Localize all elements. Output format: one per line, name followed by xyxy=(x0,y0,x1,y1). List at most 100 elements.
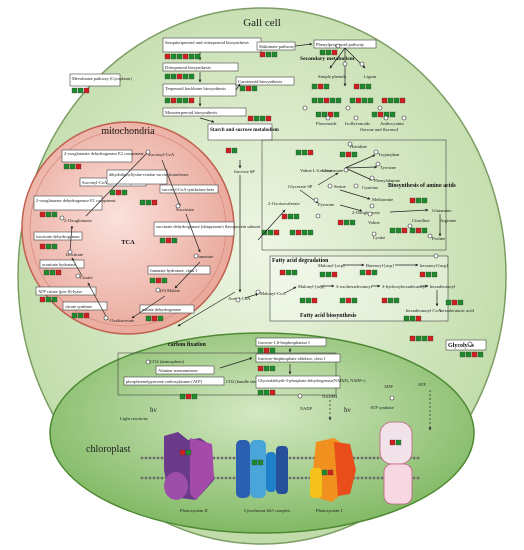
svg-text:Lysine: Lysine xyxy=(373,235,385,240)
metabolite-node xyxy=(327,183,333,189)
metabolite-node xyxy=(375,161,381,167)
metabolite-node xyxy=(343,167,349,173)
expression-box xyxy=(415,335,422,342)
expression-box xyxy=(301,149,308,156)
expression-box xyxy=(71,87,78,94)
svg-text:2-Oxoglutarate: 2-Oxoglutarate xyxy=(64,218,92,223)
expression-box xyxy=(465,351,472,358)
metabolite-node xyxy=(345,105,351,111)
svg-text:ATP synthase: ATP synthase xyxy=(370,405,394,410)
membrane-lipid xyxy=(360,456,364,460)
membrane-lipid xyxy=(304,456,308,460)
svg-text:Mevalonate pathway (Cytoplasm): Mevalonate pathway (Cytoplasm) xyxy=(72,76,132,81)
expression-box xyxy=(311,297,318,304)
svg-text:Phenylalanine: Phenylalanine xyxy=(374,178,400,183)
svg-text:Fumarate: Fumarate xyxy=(196,254,213,259)
expression-box xyxy=(367,97,374,104)
svg-text:hexanoyl-[acp]: hexanoyl-[acp] xyxy=(420,263,448,268)
membrane-lipid xyxy=(412,456,416,460)
membrane-lipid xyxy=(212,456,216,460)
expression-box xyxy=(45,243,52,250)
expression-box xyxy=(349,219,356,226)
svg-text:Anthocyanin: Anthocyanin xyxy=(380,121,404,126)
svg-text:malate dehydrogenase: malate dehydrogenase xyxy=(142,307,181,312)
expression-box xyxy=(185,393,192,400)
svg-text:Succinyl-CoA: Succinyl-CoA xyxy=(148,152,175,157)
membrane-lipid xyxy=(356,476,360,480)
svg-text:NADPH: NADPH xyxy=(322,394,338,399)
svg-text:Isoflavonoids: Isoflavonoids xyxy=(345,121,370,126)
expression-box xyxy=(351,297,358,304)
expression-box xyxy=(387,97,394,104)
expression-box xyxy=(39,296,46,303)
mitochondria: mitochondria TCA 2-oxoglutarate dehydrog… xyxy=(21,121,261,335)
svg-text:Malonyl-CoA: Malonyl-CoA xyxy=(260,291,286,296)
expression-box xyxy=(121,189,128,196)
expression-box xyxy=(273,229,280,236)
expression-box xyxy=(182,73,189,80)
expression-box xyxy=(279,269,286,276)
membrane-lipid xyxy=(292,456,296,460)
expression-box xyxy=(281,213,288,220)
membrane-lipid xyxy=(220,456,224,460)
expression-box xyxy=(421,335,428,342)
expression-box xyxy=(170,97,177,104)
membrane-lipid xyxy=(364,476,368,480)
metabolite-node xyxy=(342,61,348,67)
expression-box xyxy=(349,97,356,104)
expression-box xyxy=(269,389,276,396)
svg-text:Light reactions: Light reactions xyxy=(120,416,148,421)
chloroplast: chloroplast carbon fixation CO2 (atmosph… xyxy=(49,332,475,534)
membrane-lipid xyxy=(368,456,372,460)
svg-text:Chorismate: Chorismate xyxy=(322,168,343,173)
expression-box xyxy=(371,269,378,276)
membrane-lipid xyxy=(152,476,156,480)
metabolite-node xyxy=(302,105,308,111)
svg-text:isocitrate dehydrogenase: isocitrate dehydrogenase xyxy=(36,234,80,239)
svg-text:Carotenoid biosynthesis: Carotenoid biosynthesis xyxy=(238,79,282,84)
svg-text:Shikimate pathway: Shikimate pathway xyxy=(259,44,295,49)
expression-box xyxy=(257,459,264,466)
svg-text:Tyrosine: Tyrosine xyxy=(380,165,396,170)
svg-text:Simple phenols: Simple phenols xyxy=(318,74,347,79)
svg-text:3-hydroxyhexadecanoyl: 3-hydroxyhexadecanoyl xyxy=(382,284,427,289)
expression-box xyxy=(345,297,352,304)
expression-box xyxy=(257,365,264,372)
svg-text:hexadecanoyl: hexadecanoyl xyxy=(430,284,456,289)
expression-box xyxy=(257,347,264,354)
expression-box xyxy=(185,449,192,456)
svg-text:Flavonoids: Flavonoids xyxy=(316,121,337,126)
metabolite-node xyxy=(401,115,407,121)
svg-text:hexadecanoyl CoA: hexadecanoyl CoA xyxy=(406,308,442,313)
expression-box xyxy=(395,227,402,234)
svg-text:2-Oxoisovalerate: 2-Oxoisovalerate xyxy=(268,201,300,206)
metabolite-node xyxy=(427,233,433,239)
expression-box xyxy=(145,199,152,206)
metabolite-node xyxy=(347,141,353,147)
expression-box xyxy=(239,85,246,92)
expression-box xyxy=(269,365,276,372)
expression-box xyxy=(285,269,292,276)
svg-text:fructose-1,6-bisphosphatase I: fructose-1,6-bisphosphatase I xyxy=(258,340,310,346)
expression-box xyxy=(317,83,324,90)
expression-box xyxy=(415,227,422,234)
svg-text:2-oxoglutarate dehydrogenase E: 2-oxoglutarate dehydrogenase E2 componen… xyxy=(64,151,144,156)
expression-box xyxy=(365,269,372,276)
metabolite-node xyxy=(313,197,319,203)
expression-box xyxy=(403,315,410,322)
metabolite-node xyxy=(75,273,81,279)
membrane-lipid xyxy=(288,456,292,460)
svg-text:ATP citrate (pro-S)-lyase: ATP citrate (pro-S)-lyase xyxy=(38,289,82,294)
expression-box xyxy=(45,211,52,218)
expression-box xyxy=(371,111,378,118)
expression-box xyxy=(176,53,183,60)
expression-box xyxy=(145,315,152,322)
expression-box xyxy=(307,229,314,236)
expression-box xyxy=(77,312,84,319)
glycolysis: Glycolysis xyxy=(445,339,487,351)
expression-box xyxy=(176,73,183,80)
expression-box xyxy=(301,229,308,236)
expression-box xyxy=(83,87,90,94)
starch-sucrose: Starch and sucrose metabolism fructose 6… xyxy=(207,123,280,174)
svg-text:Glutamine: Glutamine xyxy=(432,208,451,213)
